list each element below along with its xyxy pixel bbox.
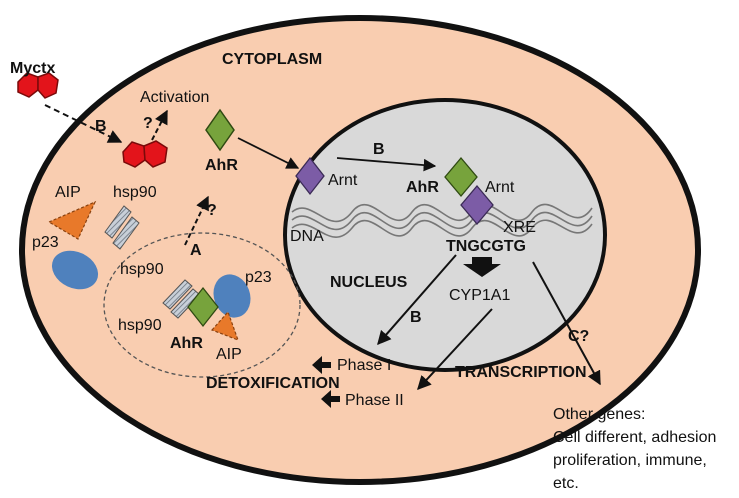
myctx-molecule-icon [17, 72, 59, 99]
dna-label: DNA [290, 228, 324, 245]
dimerization-arrow [336, 157, 437, 172]
hsp90-complex-bottom-label: hsp90 [118, 317, 162, 334]
other-genes-arrow [532, 261, 601, 386]
ahr-translocation-arrow [237, 137, 300, 169]
aip-complex-label: AIP [216, 346, 242, 363]
hsp90-left-label: hsp90 [113, 184, 157, 201]
phase1-output-arrow [312, 356, 331, 374]
question-mark-mid: ? [207, 202, 217, 219]
hsp90-complex-icon [162, 279, 201, 319]
ahr-ligand-icon [205, 108, 235, 152]
ahr-nucleus-label: AhR [406, 179, 439, 196]
aip-left-icon [47, 200, 97, 240]
hsp90-complex-top-label: hsp90 [120, 261, 164, 278]
nucleus-body [283, 98, 607, 372]
transcription-label: TRANSCRIPTION [455, 364, 587, 381]
myctx-molecule-inside-icon [122, 140, 168, 168]
b-label-bottom: B [410, 309, 422, 326]
myctx-label: Myctx [10, 60, 55, 77]
activation-label: Activation [140, 89, 209, 106]
arnt-left-icon [295, 156, 325, 196]
cyp1a1-induction-arrow [463, 257, 501, 277]
arnt-right-label: Arnt [485, 179, 515, 196]
other-genes-line: etc. [553, 475, 579, 492]
arnt-right-icon [460, 184, 494, 226]
phase2-label: Phase II [345, 392, 404, 409]
question-mark-top: ? [143, 115, 153, 132]
ahr-main-label: AhR [205, 157, 238, 174]
aip-left-label: AIP [55, 184, 81, 201]
ahr-complex-label: AhR [170, 335, 203, 352]
b-label-nucleus: B [373, 141, 385, 158]
cytoplasm-title: CYTOPLASM [222, 51, 322, 68]
arnt-left-label: Arnt [328, 172, 358, 189]
xre-label: XRE [503, 219, 536, 236]
aip-complex-icon [210, 310, 240, 342]
ahr-nucleus-icon [444, 156, 478, 198]
other-genes-line: proliferation, immune, [553, 452, 707, 469]
other-genes-list: Other genes: Cell different, adhesion pr… [553, 403, 739, 495]
phase1-pathway-arrow [377, 254, 457, 346]
other-genes-line: Cell different, adhesion [553, 429, 717, 446]
c-question-label: C? [568, 328, 589, 345]
tngcgtg-label: TNGCGTG [446, 238, 526, 255]
complex-release-arrow [184, 195, 209, 246]
phase1-label: Phase I [337, 357, 391, 374]
p23-left-label: p23 [32, 234, 59, 251]
dna-strand [291, 203, 593, 238]
detoxification-label: DETOXIFICATION [206, 375, 340, 392]
ahr-complex-boundary [103, 232, 301, 378]
phase2-output-arrow [321, 390, 340, 408]
phase2-pathway-arrow [417, 308, 493, 391]
a-label: A [190, 242, 202, 259]
ahr-complex-icon [187, 286, 219, 328]
p23-left-icon [51, 250, 99, 290]
nucleus-label: NUCLEUS [330, 274, 408, 291]
p23-complex-icon [213, 274, 251, 318]
cyp1a1-label: CYP1A1 [449, 287, 510, 304]
other-genes-line: Other genes: [553, 406, 646, 423]
hsp90-left-icon [104, 205, 140, 250]
b-label-top-left: B [95, 118, 107, 135]
p23-complex-label: p23 [245, 269, 272, 286]
myctx-entry-arrow [44, 104, 123, 143]
activation-arrow [151, 109, 168, 141]
